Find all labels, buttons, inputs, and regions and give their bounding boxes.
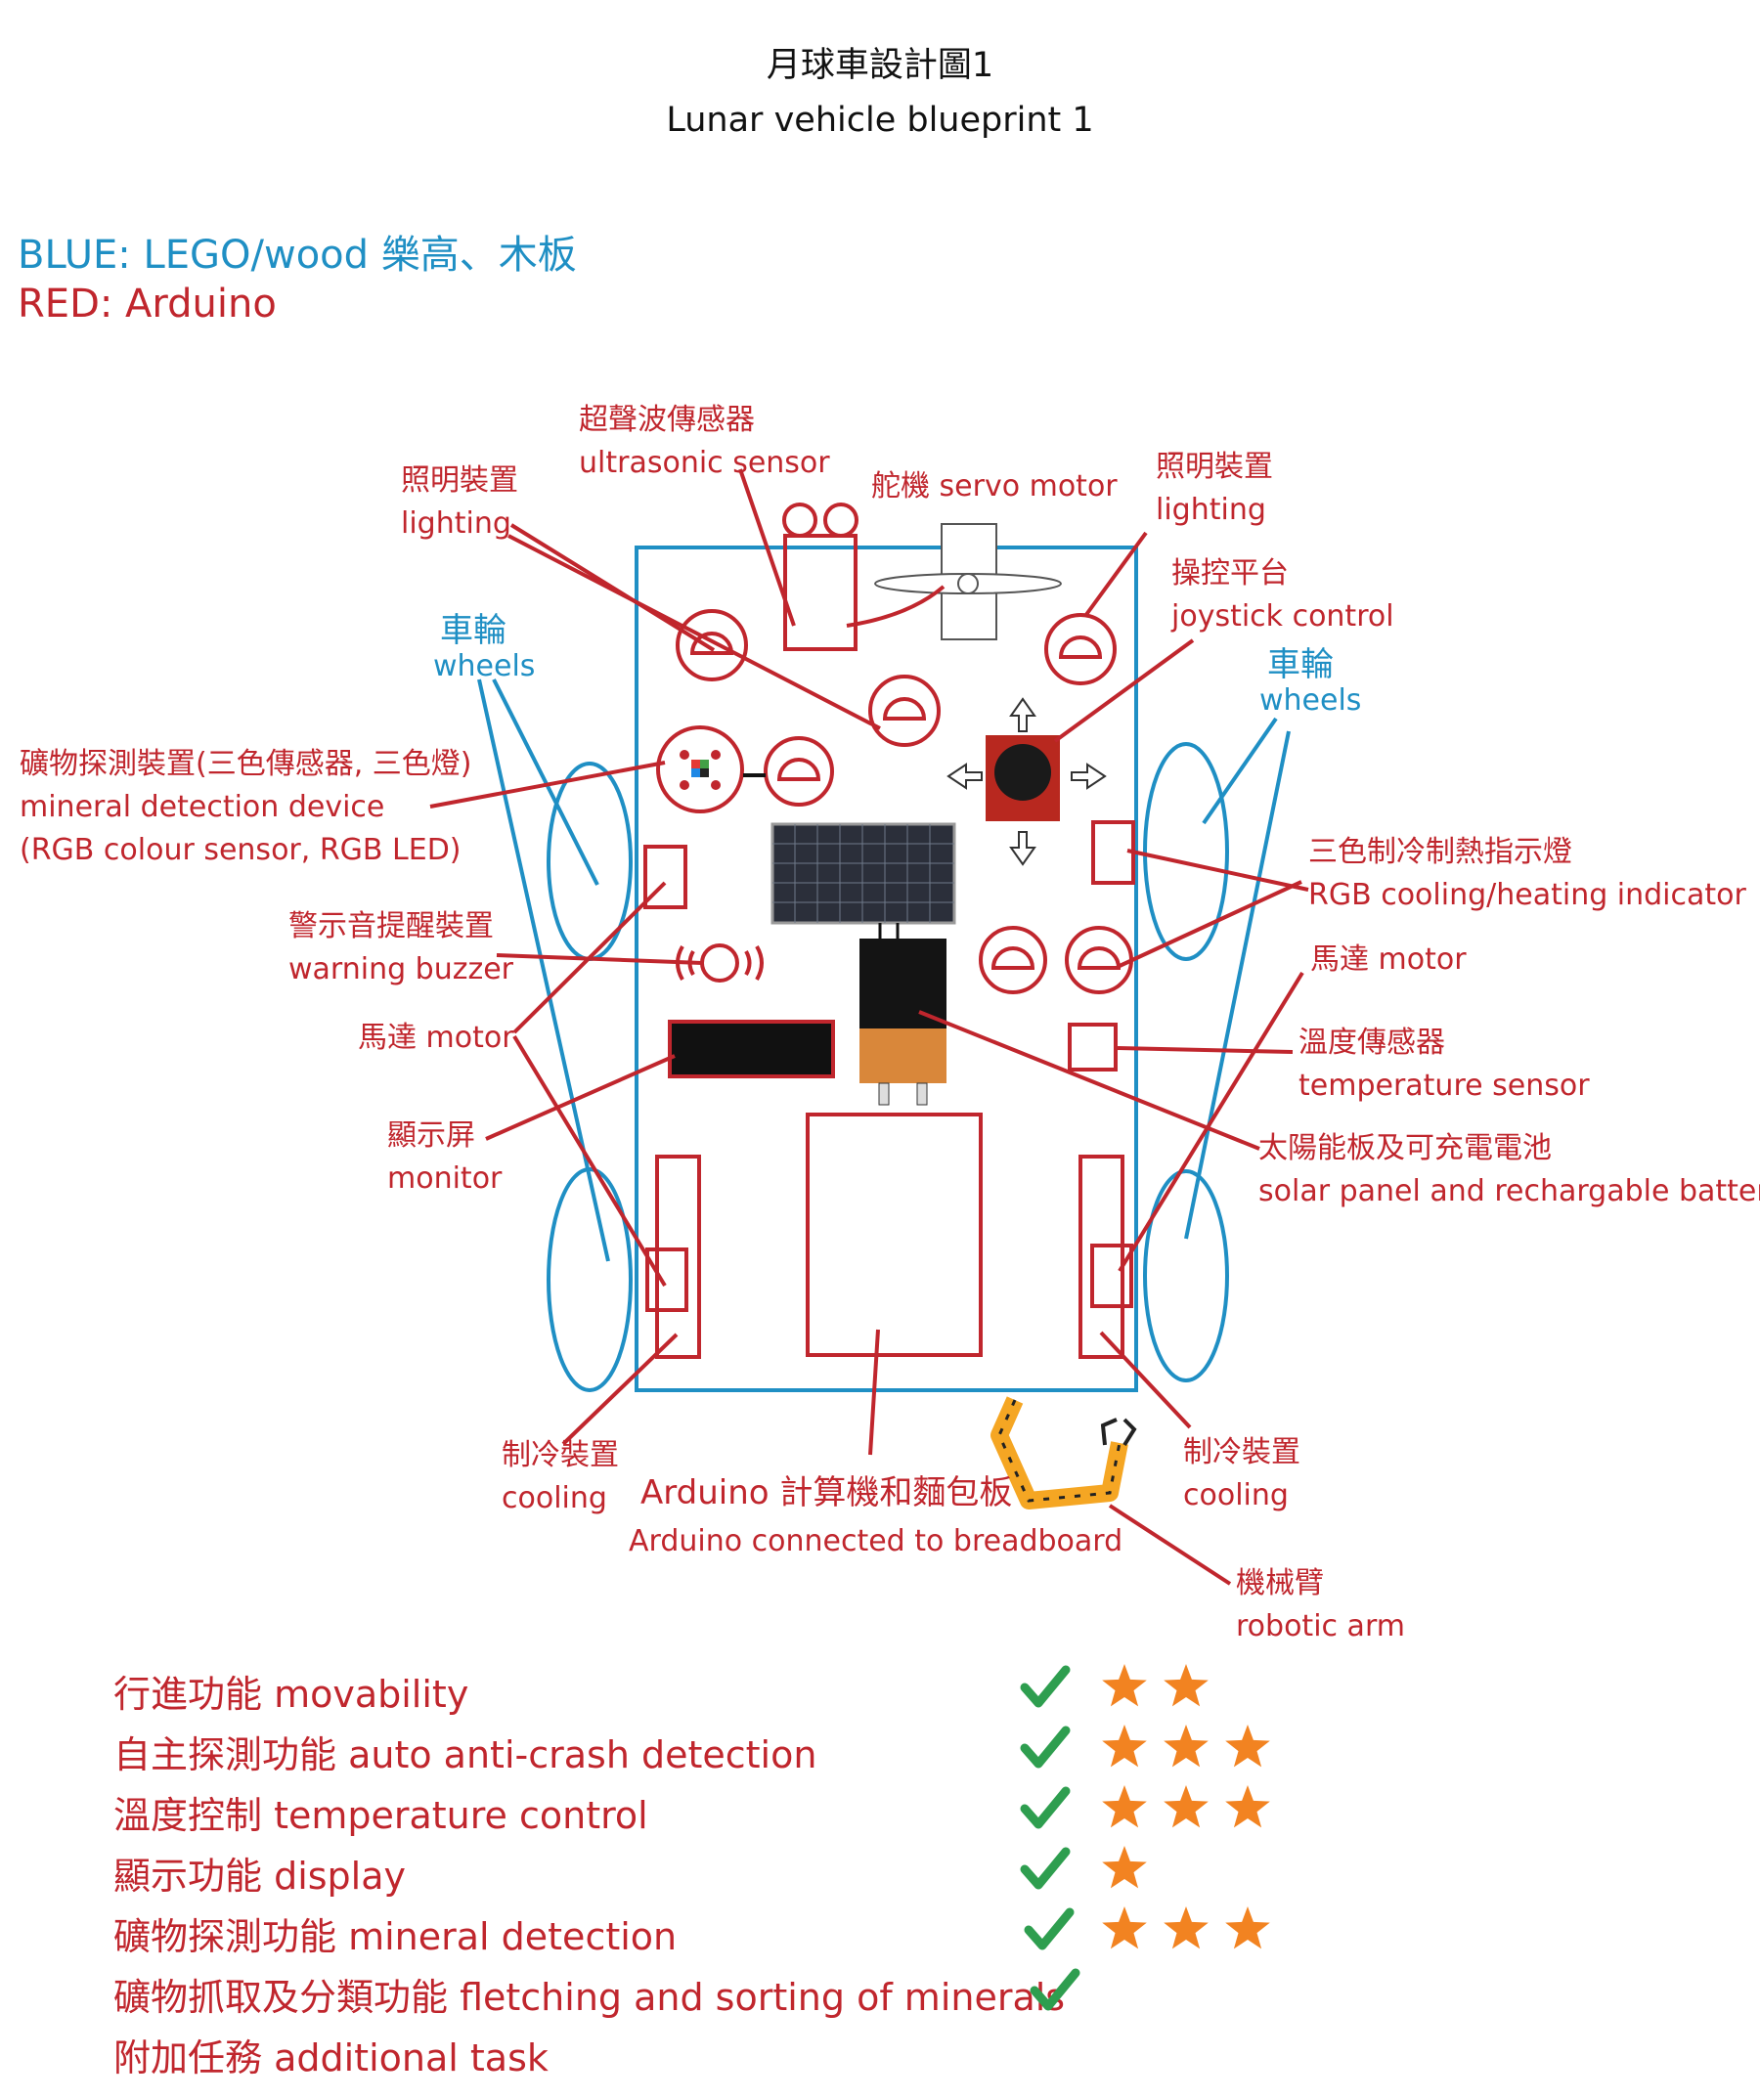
label-mineral-en2: (RGB colour sensor, RGB LED) — [20, 833, 462, 867]
wheel-front-right — [1143, 742, 1229, 961]
label-ultrasonic-zh: 超聲波傳感器 — [579, 403, 755, 437]
star-icon — [1102, 1664, 1147, 1707]
star-icon — [1164, 1785, 1209, 1828]
label-temperature-en: temperature sensor — [1298, 1069, 1590, 1103]
label-wheels-right-en: wheels — [1259, 683, 1362, 718]
robotic-arm — [990, 1396, 1137, 1509]
label-cooling-right-en: cooling — [1183, 1478, 1289, 1512]
check-icon — [1024, 1907, 1075, 1950]
label-joystick-en: joystick control — [1171, 599, 1394, 634]
label-robotic-arm-zh: 機械臂 — [1236, 1566, 1324, 1600]
ultrasonic-sensor — [782, 503, 858, 651]
star-icon — [1164, 1906, 1209, 1949]
feature-label: 自主探測功能 auto anti-crash detection — [113, 1733, 817, 1776]
legend-blue: BLUE: LEGO/wood 樂高、木板 — [18, 233, 577, 278]
label-arduino-en: Arduino connected to breadboard — [629, 1524, 1123, 1558]
lighting-modules — [676, 609, 1133, 994]
title-en: Lunar vehicle blueprint 1 — [666, 101, 1094, 140]
label-arduino-zh: Arduino 計算機和麵包板 — [640, 1473, 1013, 1512]
star-icon — [1102, 1785, 1147, 1828]
feature-label: 溫度控制 temperature control — [113, 1794, 648, 1837]
label-buzzer-en: warning buzzer — [288, 952, 514, 986]
joystick-module — [946, 697, 1107, 866]
check-icon — [1020, 1786, 1071, 1829]
star-icon — [1225, 1725, 1270, 1768]
label-motor-right: 馬達 motor — [1310, 942, 1467, 977]
label-monitor-en: monitor — [387, 1161, 503, 1196]
label-buzzer-zh: 警示音提醒裝置 — [288, 909, 494, 943]
label-temperature-zh: 溫度傳感器 — [1298, 1026, 1445, 1060]
label-wheels-right-zh: 車輪 — [1267, 645, 1334, 684]
label-monitor-zh: 顯示屏 — [387, 1118, 475, 1153]
label-lighting-left-en: lighting — [401, 506, 511, 541]
wheel-rear-left — [547, 1167, 633, 1392]
label-joystick-zh: 操控平台 — [1171, 556, 1289, 591]
star-icon — [1225, 1906, 1270, 1949]
label-mineral-en: mineral detection device — [20, 790, 385, 824]
servo-motor — [874, 523, 1062, 640]
star-icon — [1102, 1846, 1147, 1889]
check-icon — [1020, 1726, 1071, 1769]
star-icon — [1164, 1725, 1209, 1768]
label-lighting-left-zh: 照明裝置 — [401, 463, 518, 498]
wheel-leaders — [477, 678, 1291, 1262]
monitor-screen — [668, 1020, 835, 1078]
legend-red: RED: Arduino — [18, 282, 277, 327]
label-motor-left: 馬達 motor — [358, 1021, 514, 1055]
label-cooling-left-en: cooling — [502, 1481, 607, 1515]
star-icon — [1102, 1725, 1147, 1768]
chassis-board — [635, 546, 1138, 1392]
feature-label: 行進功能 movability — [113, 1673, 469, 1716]
label-solar-en: solar panel and rechargable battery — [1258, 1174, 1760, 1208]
label-solar-zh: 太陽能板及可充電電池 — [1258, 1131, 1552, 1165]
star-icon — [1225, 1785, 1270, 1828]
vehicle-diagram — [429, 468, 1309, 1586]
label-cooling-left-zh: 制冷裝置 — [502, 1438, 619, 1472]
mineral-detector — [656, 725, 766, 813]
star-icon — [1164, 1664, 1209, 1707]
star-icon — [1102, 1906, 1147, 1949]
label-servo: 舵機 servo motor — [871, 469, 1118, 503]
feature-label: 礦物抓取及分類功能 fletching and sorting of miner… — [113, 1976, 1066, 2019]
feature-label: 礦物探測功能 mineral detection — [113, 1915, 678, 1958]
feature-label: 附加任務 additional task — [113, 2036, 549, 2079]
label-wheels-left-en: wheels — [433, 649, 536, 683]
label-lighting-right-en: lighting — [1156, 493, 1266, 527]
label-ultrasonic-en: ultrasonic sensor — [579, 446, 830, 480]
check-icon — [1020, 1665, 1071, 1708]
label-rgb-indicator-zh: 三色制冷制熱指示燈 — [1308, 835, 1572, 869]
label-rgb-indicator-en: RGB cooling/heating indicator — [1308, 878, 1746, 912]
wheel-rear-right — [1143, 1169, 1229, 1382]
solar-panel — [770, 822, 956, 941]
label-cooling-right-zh: 制冷裝置 — [1183, 1435, 1300, 1469]
battery — [859, 939, 946, 1106]
check-icon — [1020, 1847, 1071, 1890]
red-leaders — [429, 468, 1309, 1586]
title-zh: 月球車設計圖1 — [766, 46, 994, 85]
label-robotic-arm-en: robotic arm — [1236, 1609, 1405, 1643]
label-lighting-right-zh: 照明裝置 — [1156, 450, 1273, 484]
label-mineral-zh: 礦物探測裝置(三色傳感器, 三色燈) — [20, 747, 472, 781]
label-wheels-left-zh: 車輪 — [440, 611, 506, 650]
feature-label: 顯示功能 display — [113, 1855, 407, 1898]
